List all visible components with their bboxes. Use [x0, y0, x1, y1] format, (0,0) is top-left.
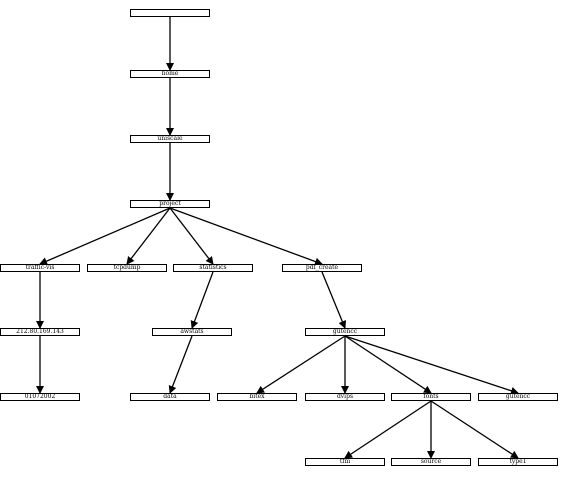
tree-node-tfm: tfm [305, 458, 385, 466]
tree-node-gutencc2: gutencc [478, 393, 558, 401]
tree-node-pdfcreate: pdf_create [282, 264, 362, 272]
tree-node-awstats: awstats [152, 328, 232, 336]
edge-gutencc-to-bitex [256, 335, 346, 394]
edge-fonts-to-type1 [430, 400, 519, 459]
edge-project-to-trafficvis [39, 207, 171, 265]
tree-node-topdump: tcpdump [87, 264, 167, 272]
edge-statistics-to-awstats [190, 271, 214, 329]
edge-gutencc-to-fonts [344, 335, 432, 394]
tree-node-type1: type1 [478, 458, 558, 466]
edge-project-to-statistics [169, 207, 214, 265]
tree-node-ip: 212.80.169.143 [0, 328, 80, 336]
edge-gutencc-to-gutencc2 [344, 335, 519, 395]
tree-node-source: source [391, 458, 471, 466]
tree-node-date: 01072002 [0, 393, 80, 401]
tree-node-gutencc: gutencc [305, 328, 385, 336]
tree-node-root [130, 9, 210, 17]
tree-node-uniscale: uniscale [130, 135, 210, 143]
edge-pdfcreate-to-gutencc [321, 271, 347, 329]
edge-project-to-topdump [126, 207, 171, 265]
tree-node-trafficvis: traffic-vis [0, 264, 80, 272]
edge-project-to-pdfcreate [169, 207, 323, 266]
tree-node-statistics: statistics [173, 264, 253, 272]
tree-node-home: home [130, 70, 210, 78]
tree-node-dvips: dvips [305, 393, 385, 401]
edge-fonts-to-tfm [344, 400, 432, 459]
edge-awstats-to-data [168, 335, 193, 394]
tree-node-bitex: bitex [217, 393, 297, 401]
tree-node-fonts: fonts [391, 393, 471, 401]
tree-node-data: data [130, 393, 210, 401]
tree-node-project: project [130, 200, 210, 208]
